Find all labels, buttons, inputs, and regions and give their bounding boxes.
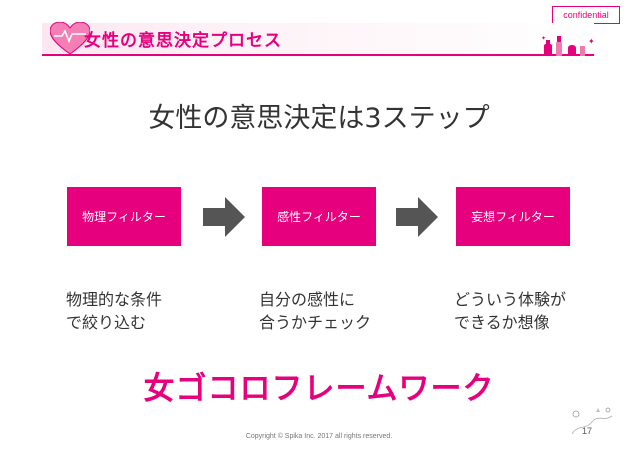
confidential-badge: confidential xyxy=(552,6,620,24)
framework-title: 女ゴコロフレームワーク xyxy=(143,371,495,407)
cosmetics-icon: ✦ ✦ xyxy=(541,35,595,56)
fantasy-filter-box: 妄想フィルター xyxy=(456,187,570,246)
sensibility-filter-description: 自分の感性に 合うかチェック xyxy=(259,288,371,334)
header-title: 女性の意思決定プロセス xyxy=(84,31,282,51)
page-number: 17 xyxy=(582,426,593,436)
description-line: 物理的な条件 xyxy=(66,290,163,309)
sensibility-filter-label: 感性フィルター xyxy=(277,210,361,224)
description-line: 合うかチェック xyxy=(259,313,372,332)
description-line: どういう体験が xyxy=(454,290,567,309)
fantasy-filter-label: 妄想フィルター xyxy=(471,210,555,224)
physical-filter-box: 物理フィルター xyxy=(67,187,181,246)
header-bar xyxy=(42,23,594,53)
svg-text:✦: ✦ xyxy=(541,35,546,42)
physical-filter-description: 物理的な条件 で絞り込む xyxy=(66,288,162,334)
floral-decoration-icon xyxy=(571,407,613,435)
svg-text:✦: ✦ xyxy=(588,37,595,46)
description-line: で絞り込む xyxy=(66,313,147,332)
main-heading: 女性の意思決定は3ステップ xyxy=(148,103,490,134)
arrow-right-icon xyxy=(203,197,245,237)
physical-filter-label: 物理フィルター xyxy=(82,210,166,224)
header-divider xyxy=(42,54,594,56)
heart-logo-icon xyxy=(50,22,90,55)
copyright-text: Copyright © Spika Inc. 2017 all rights r… xyxy=(245,433,393,440)
description-line: 自分の感性に xyxy=(259,290,356,309)
description-line: できるか想像 xyxy=(454,313,550,332)
arrow-right-icon xyxy=(396,197,438,237)
fantasy-filter-description: どういう体験が できるか想像 xyxy=(454,288,566,334)
sensibility-filter-box: 感性フィルター xyxy=(262,187,376,246)
